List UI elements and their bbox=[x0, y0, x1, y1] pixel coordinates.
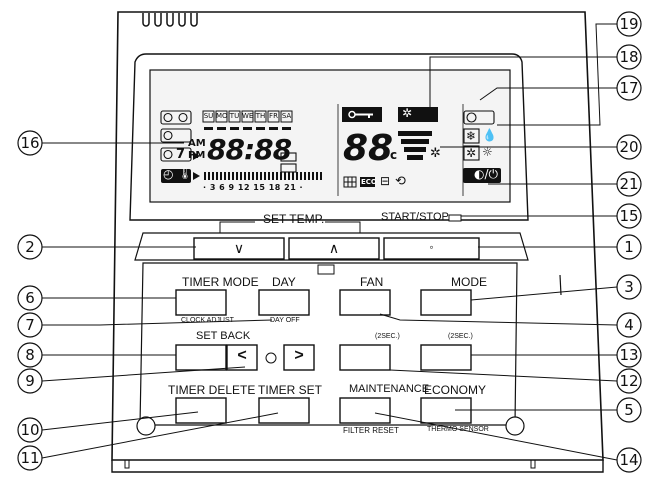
fan-button[interactable] bbox=[340, 290, 390, 315]
callout-12: 12 bbox=[619, 372, 639, 390]
horizontal-louver-button[interactable] bbox=[421, 345, 471, 370]
callout-5: 5 bbox=[624, 401, 634, 419]
day-mo: MO bbox=[216, 112, 228, 120]
am-indicator: AM bbox=[188, 138, 206, 149]
callout-3: 3 bbox=[624, 278, 634, 296]
callout-4: 4 bbox=[624, 316, 634, 334]
timer-left-button[interactable]: < bbox=[237, 347, 247, 364]
day-label: DAY bbox=[272, 275, 296, 289]
mode-label: MODE bbox=[451, 275, 487, 289]
snowflake-icon: ❄ bbox=[466, 129, 477, 143]
callout-18: 18 bbox=[619, 48, 639, 66]
callout-15: 15 bbox=[619, 207, 639, 225]
callout-14: 14 bbox=[619, 451, 639, 469]
power-icon: ◐/⏻ bbox=[474, 167, 499, 181]
callout-7: 7 bbox=[25, 316, 35, 334]
day-sa: SA bbox=[281, 112, 292, 120]
callout-2: 2 bbox=[25, 238, 35, 256]
vertical-louver-label: (2SEC.) bbox=[375, 333, 400, 340]
maintenance-label: MAINTENANCE bbox=[349, 383, 430, 395]
thermo-sensor-icon: ⊟ bbox=[380, 174, 391, 188]
timer-mode-button[interactable] bbox=[176, 290, 226, 315]
set-temp-label: SET TEMP. bbox=[263, 212, 325, 226]
timer-mode-label: TIMER MODE bbox=[182, 275, 259, 289]
hour-ticks: · 3 6 9 12 15 18 21 · bbox=[203, 183, 304, 192]
day-we: WE bbox=[242, 112, 254, 120]
timer-delete-label: TIMER DELETE bbox=[168, 383, 256, 397]
clock-digits: 88:88 bbox=[207, 133, 292, 166]
day-su: SU bbox=[203, 112, 214, 120]
fan-mode-icon: ✲ bbox=[466, 146, 477, 160]
callout-17: 17 bbox=[619, 79, 639, 97]
callout-16: 16 bbox=[20, 134, 40, 152]
callout-19: 19 bbox=[619, 15, 639, 33]
eco-indicator: ECO bbox=[361, 178, 377, 186]
vertical-louver-button[interactable] bbox=[340, 345, 390, 370]
economy-label: ECONOMY bbox=[424, 383, 487, 397]
day-th: TH bbox=[255, 112, 266, 120]
callout-13: 13 bbox=[619, 346, 639, 364]
day-button[interactable] bbox=[259, 290, 309, 315]
timer-set-button[interactable] bbox=[259, 398, 309, 423]
clock-icon: ◴ bbox=[163, 167, 174, 181]
thermometer-icon: 🌡 bbox=[178, 167, 192, 180]
set-back-label: SET BACK bbox=[196, 330, 251, 342]
pm-indicator: PM bbox=[188, 150, 206, 161]
day-tu: TU bbox=[229, 112, 240, 120]
fan-small-icon: ✲ bbox=[430, 146, 441, 161]
temp-digits: 88 bbox=[343, 128, 394, 169]
filter-reset-label: FILTER RESET bbox=[343, 426, 399, 435]
day-fr: FR bbox=[269, 112, 278, 120]
sun-icon: ☼ bbox=[482, 145, 493, 159]
temp-unit: °c bbox=[384, 148, 398, 162]
timer-delete-button[interactable] bbox=[176, 398, 226, 423]
day-off-label: DAY OFF bbox=[270, 317, 300, 324]
fan-icon: ✲ bbox=[402, 106, 413, 120]
start-stop-button[interactable]: ◦ bbox=[429, 240, 434, 254]
clock-adjust-label: CLOCK ADJUST bbox=[181, 317, 234, 324]
thermo-sensor-label: THERMO SENSOR bbox=[427, 426, 489, 433]
callout-8: 8 bbox=[25, 346, 35, 364]
fan-label: FAN bbox=[360, 275, 384, 289]
callout-6: 6 bbox=[25, 289, 35, 307]
mode-button[interactable] bbox=[421, 290, 471, 315]
callout-9: 9 bbox=[25, 372, 35, 390]
callout-11: 11 bbox=[20, 449, 40, 467]
drop-icon: 💧 bbox=[482, 128, 497, 142]
callout-21: 21 bbox=[619, 175, 639, 193]
callout-20: 20 bbox=[619, 138, 639, 156]
set-back-button[interactable] bbox=[176, 345, 226, 370]
louver-icon: ⟲ bbox=[395, 174, 406, 189]
maintenance-button[interactable] bbox=[340, 398, 390, 423]
start-stop-label: START/STOP bbox=[381, 211, 449, 223]
temp-up-button[interactable]: ∧ bbox=[328, 240, 340, 256]
callout-10: 10 bbox=[20, 421, 40, 439]
timer-7: 7 bbox=[176, 147, 186, 162]
horizontal-louver-label: (2SEC.) bbox=[448, 333, 473, 340]
timer-right-button[interactable]: > bbox=[294, 347, 304, 364]
temp-down-button[interactable]: ∨ bbox=[233, 240, 245, 256]
timer-set-label: TIMER SET bbox=[258, 383, 323, 397]
economy-button[interactable] bbox=[421, 398, 471, 423]
callout-1: 1 bbox=[624, 238, 634, 256]
